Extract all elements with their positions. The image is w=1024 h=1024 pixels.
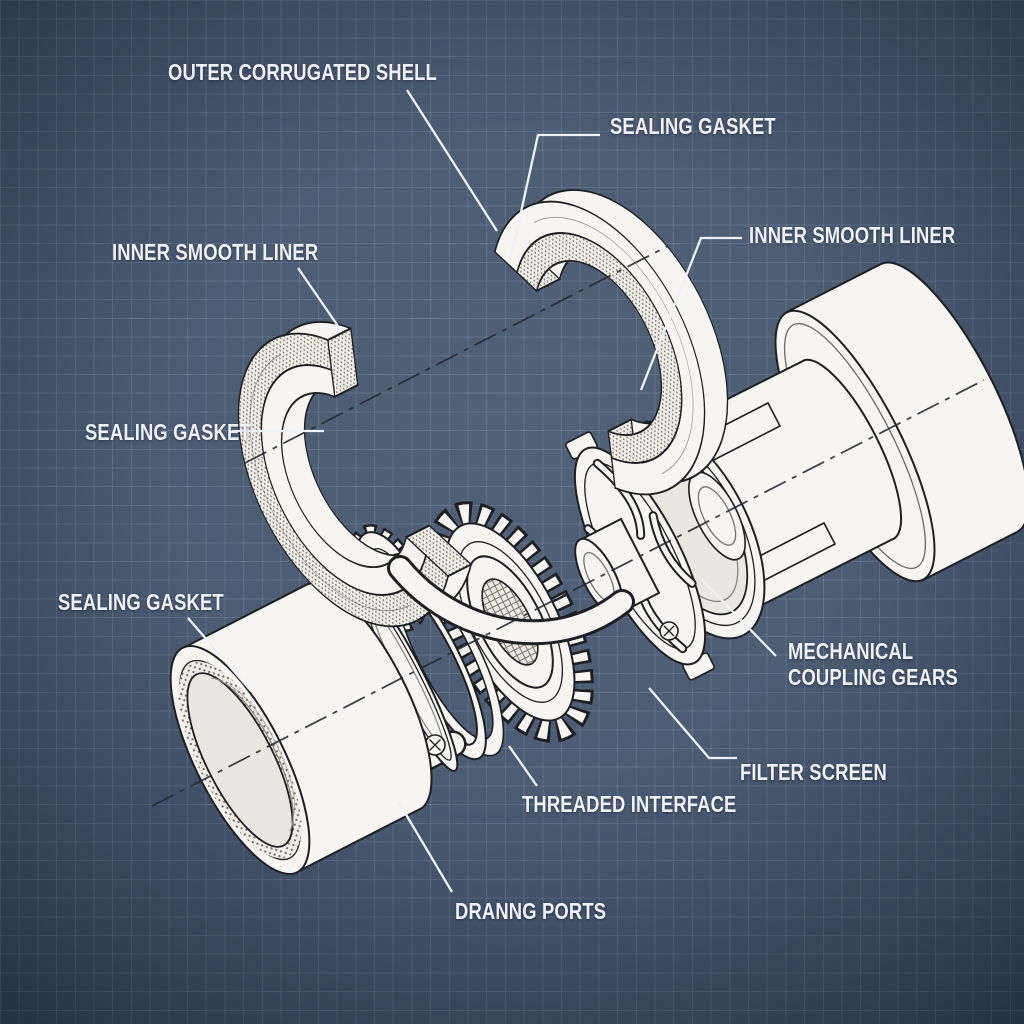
- leader-lines: [187, 89, 777, 893]
- shell-center-axis-line: [244, 245, 669, 464]
- label-sealing-gasket-top: SEALING GASKET: [610, 113, 776, 139]
- label-sealing-gasket-left: SEALING GASKET: [85, 419, 251, 445]
- leader-inner-smooth-liner-right: [639, 236, 742, 391]
- label-sealing-gasket-lower: SEALING GASKET: [58, 589, 224, 615]
- label-inner-smooth-liner-left: INNER SMOOTH LINER: [112, 239, 319, 265]
- shell-connecting-strap: [387, 555, 635, 646]
- label-drainage-ports: DRANNG PORTS: [455, 898, 607, 924]
- leader-filter-screen: [648, 687, 737, 760]
- screw-head: [659, 621, 679, 641]
- main-center-axis-line: [151, 379, 985, 807]
- leader-threaded-interface: [508, 745, 538, 787]
- label-mechanical-coupling-gears: MECHANICAL COUPLING GEARS: [788, 638, 958, 690]
- label-outer-corrugated-shell: OUTER CORRUGATED SHELL: [168, 59, 437, 85]
- leader-drainage-ports: [397, 800, 453, 893]
- leader-inner-smooth-liner-left: [297, 267, 339, 327]
- outer-shell-left-half: [237, 320, 473, 628]
- leader-outer-corrugated-shell: [406, 89, 498, 232]
- label-filter-screen: FILTER SCREEN: [740, 759, 887, 785]
- leader-sealing-gasket-top: [510, 133, 600, 254]
- leader-mechanical-coupling-gears: [700, 578, 777, 657]
- label-inner-smooth-liner-right: INNER SMOOTH LINER: [749, 222, 956, 248]
- outer-shell-right-half: [493, 189, 729, 496]
- label-threaded-interface: THREADED INTERFACE: [522, 791, 737, 817]
- leader-sealing-gasket-lower: [187, 617, 252, 692]
